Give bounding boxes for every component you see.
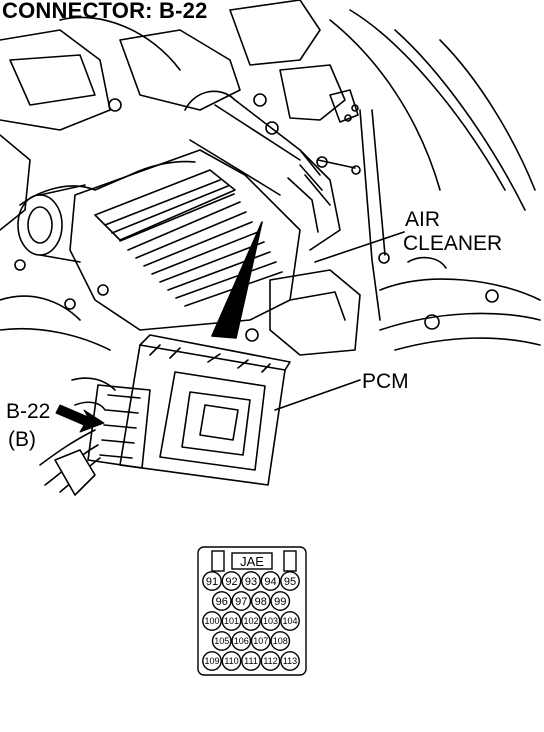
pin-number: 106: [234, 636, 249, 646]
pin-circle: [280, 651, 300, 671]
pin-circle: [221, 651, 242, 671]
pin-circle: [202, 611, 222, 631]
maker-label: JAE: [240, 554, 264, 569]
pcm-label: PCM: [362, 370, 409, 393]
pin-circle: [260, 611, 281, 631]
maker-box: [231, 552, 273, 570]
pin-circle: [221, 611, 242, 631]
pin-circle: [202, 651, 222, 671]
connector-arrow: [55, 404, 105, 433]
pin-circle: [250, 631, 271, 651]
pin-number: 104: [282, 616, 297, 626]
pin-circle: [211, 591, 232, 611]
pin-number: 91: [206, 576, 218, 588]
pin-number: 94: [264, 576, 276, 588]
pin-number: 97: [235, 596, 247, 608]
pin-circle: [280, 571, 300, 591]
pin-circle: [231, 631, 252, 651]
connector-housing: [197, 546, 307, 676]
connector-id-label: B-22: [6, 400, 51, 423]
pin-circle: [202, 571, 222, 591]
diagram-title: CONNECTOR: B-22: [2, 0, 208, 23]
pin-number: 99: [274, 596, 286, 608]
pin-number: 102: [243, 616, 258, 626]
pin-number: 108: [273, 636, 288, 646]
pin-number: 96: [216, 596, 228, 608]
pin-number: 110: [224, 656, 238, 666]
pin-circle: [211, 631, 232, 651]
pin-number: 105: [214, 636, 229, 646]
fender-outline: [329, 9, 541, 351]
pcm-leader: [274, 379, 361, 411]
pin-number: 113: [283, 656, 297, 666]
pin-circle: [241, 651, 261, 671]
pin-circle: [270, 631, 291, 651]
lower-right-box: [245, 269, 361, 356]
upper-left-components: [0, 0, 359, 231]
pin-number: 101: [224, 616, 239, 626]
connector-latch-left: [211, 550, 225, 572]
pin-number: 92: [225, 576, 237, 588]
pin-number: 112: [263, 656, 277, 666]
pin-number: 111: [244, 656, 258, 666]
pin-circle: [241, 571, 261, 591]
air-cleaner-body: [0, 90, 361, 351]
pin-circle: [231, 591, 252, 611]
pin-circle: [241, 611, 261, 631]
location-pointer: [211, 221, 263, 339]
pin-number: 93: [245, 576, 257, 588]
pin-number: 107: [253, 636, 268, 646]
connector-latch-right: [283, 550, 297, 572]
air-cleaner-label-line1: AIR: [405, 208, 441, 231]
pin-number: 109: [204, 656, 219, 666]
connector-color-label: (B): [8, 428, 36, 451]
pin-circle: [260, 651, 281, 671]
pin-circle: [280, 611, 300, 631]
pin-circle: [270, 591, 291, 611]
pin-circle: [250, 591, 271, 611]
pin-number: 100: [204, 616, 219, 626]
pcm-module: [39, 334, 291, 496]
pin-grid: 91 92 93 94 95 96 97 98 99 100 101 102 103 104 105 106 1…: [202, 571, 300, 671]
pin-circle: [221, 571, 242, 591]
pin-number: 95: [284, 576, 296, 588]
air-cleaner-leader: [314, 231, 405, 263]
air-cleaner-label-line2: CLEANER: [403, 232, 503, 255]
pin-number: 98: [255, 596, 267, 608]
pin-number: 103: [263, 616, 278, 626]
pin-circle: [260, 571, 281, 591]
